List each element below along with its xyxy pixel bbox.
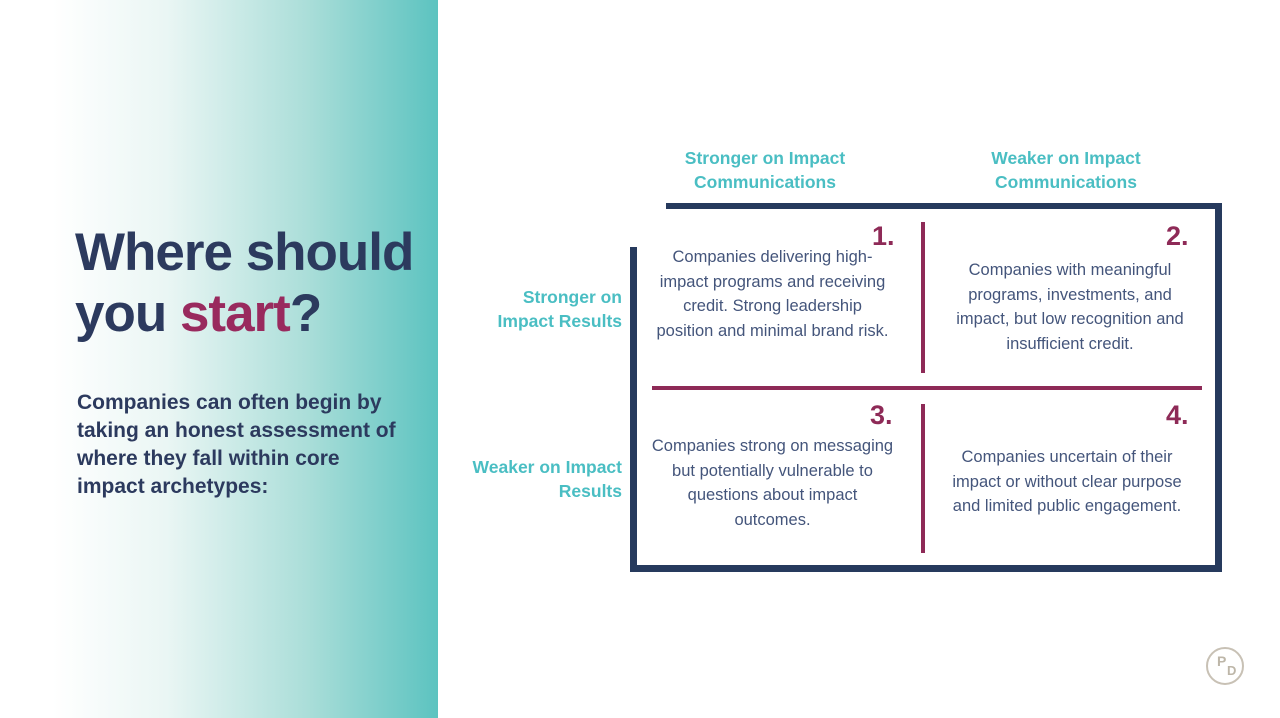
quadrant-4-number: 4. [1166,400,1189,430]
quadrant-3-text: Companies strong on messaging but potent… [651,437,894,529]
quadrant-1-text: Companies delivering high- impact progra… [656,248,889,340]
row-label-stronger-results: Stronger on Impact Results [497,287,622,331]
title-line-1: Where should [75,222,455,283]
matrix-frame-left [630,247,637,572]
quadrant-1-number: 1. [872,221,895,251]
matrix-divider-horizontal [652,386,1202,390]
column-header-weaker-communications: Weaker on Impact Communications [991,148,1141,192]
matrix-frame-top [666,203,1222,209]
quadrant-3-number: 3. [870,400,893,430]
title-line-2: you start? [75,283,455,344]
gradient-band [0,0,438,718]
matrix-divider-vertical-top [921,222,925,373]
quadrant-2-text: Companies with meaningful programs, inve… [956,261,1184,353]
pd-logo: P D [1206,647,1244,685]
title-question-mark: ? [289,284,322,343]
title-highlight: start [179,284,291,343]
matrix-frame-bottom [630,565,1222,572]
matrix-divider-vertical-bottom [921,404,925,553]
quadrant-2-number: 2. [1166,221,1189,251]
title-line2-prefix: you [75,284,180,343]
title-line1-text: Where should [75,223,414,282]
matrix-frame-right [1215,203,1222,572]
quadrant-4-text: Companies uncertain of their impact or w… [952,448,1182,515]
intro-paragraph: Companies can often begin by taking an h… [77,391,396,498]
logo-letter-d: D [1227,663,1237,678]
page-title: Where should you start? [75,222,455,344]
logo-letter-p: P [1217,653,1227,669]
column-header-stronger-communications: Stronger on Impact Communications [684,148,846,192]
row-label-weaker-results: Weaker on Impact Results [472,457,622,501]
